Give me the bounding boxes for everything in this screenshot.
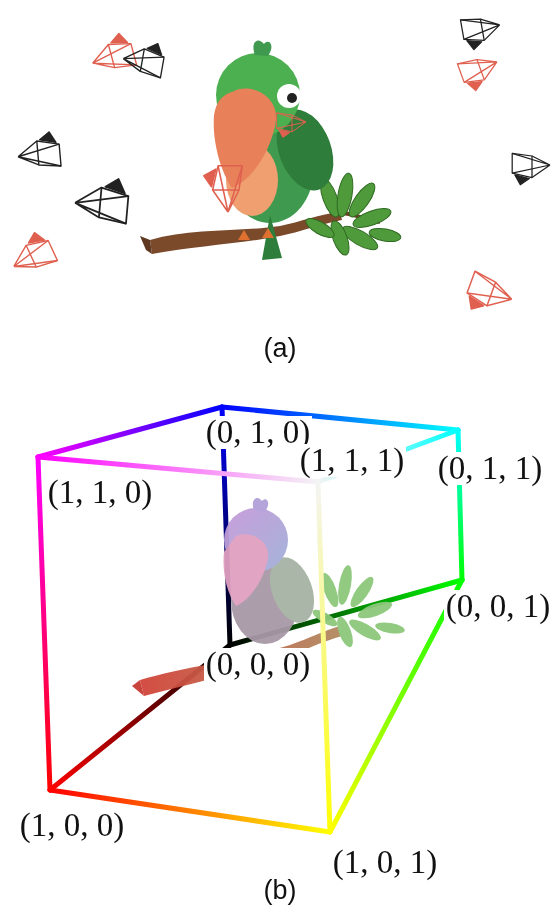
- camera-frusta: [5, 13, 550, 321]
- panel-label: (b): [264, 877, 297, 904]
- vertex-coordinate: (1, 0, 0): [18, 809, 126, 842]
- vertex-coordinate: (1, 1, 1): [298, 444, 406, 477]
- panel-label: (a): [264, 335, 297, 362]
- vertex-coordinate: (1, 0, 1): [331, 846, 439, 879]
- vertex-coordinate: (0, 0, 0): [204, 648, 312, 681]
- vertex-coordinate: (0, 1, 1): [436, 452, 544, 485]
- branch-end: [140, 236, 152, 254]
- parrot-position-map: [132, 498, 406, 696]
- parrot-beak: [214, 89, 276, 188]
- parrot-tuft: [253, 40, 271, 56]
- vertex-coordinate: (1, 1, 0): [46, 476, 154, 509]
- cube-front-edges: [38, 407, 462, 832]
- parrot-pupil: [287, 93, 297, 103]
- parrot-illustration: [140, 40, 402, 260]
- branch: [150, 212, 342, 254]
- vertex-coordinate: (0, 1, 0): [204, 416, 312, 449]
- vertex-coordinate: (0, 0, 1): [444, 590, 552, 623]
- parrot-eye: [277, 84, 301, 108]
- parrot-feet: [238, 228, 274, 240]
